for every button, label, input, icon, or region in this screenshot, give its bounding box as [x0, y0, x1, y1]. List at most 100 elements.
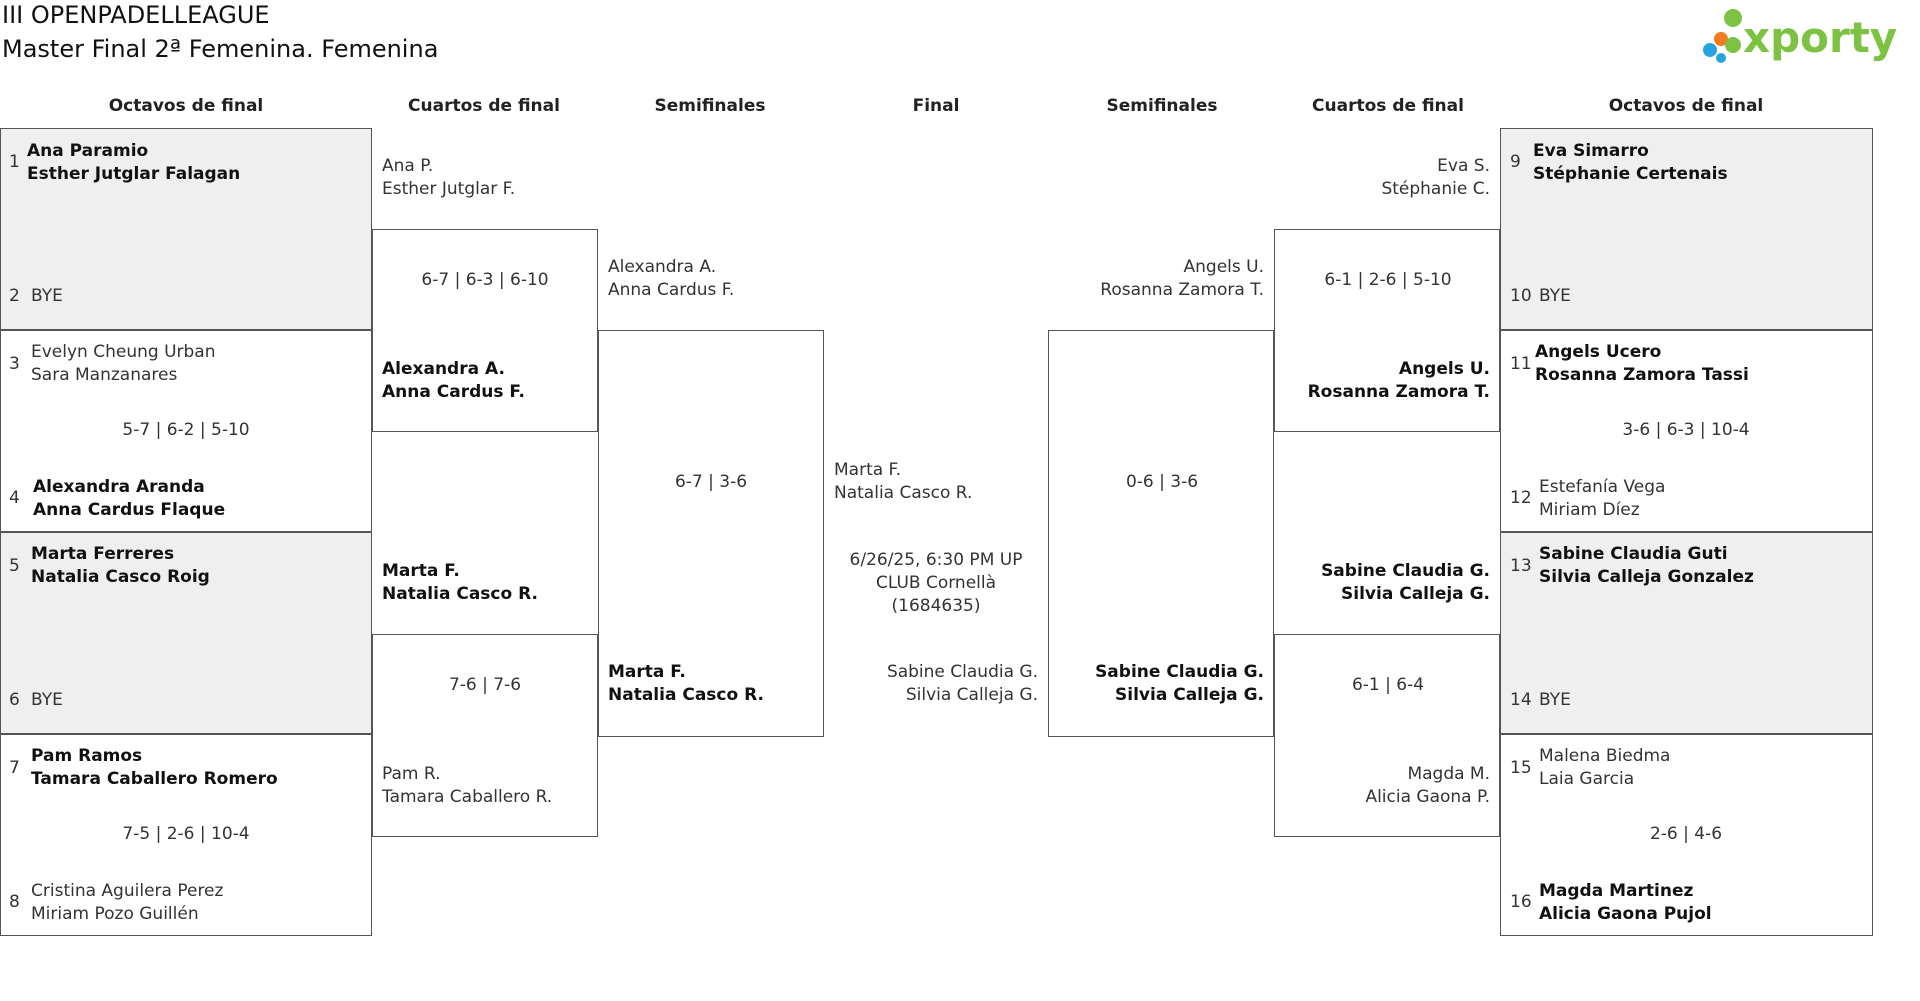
player-name: BYE	[1539, 286, 1571, 306]
seed-number: 2	[9, 286, 20, 306]
player-name: Pam R.	[382, 764, 441, 784]
player-name: Ana Paramio	[27, 141, 149, 161]
seed-number: 4	[9, 488, 20, 508]
player-name: Anna Cardus F.	[608, 280, 735, 300]
tournament-title: III OPENPADELLEAGUE	[2, 1, 270, 29]
player-name: BYE	[31, 690, 63, 710]
player-name: Angels U.	[1398, 359, 1490, 379]
match-score: 7-5 | 2-6 | 10-4	[122, 824, 250, 844]
player-name: Silvia Calleja G.	[905, 685, 1038, 705]
logo-wordmark: xporty	[1743, 13, 1897, 62]
seed-number: 7	[9, 758, 20, 778]
player-name: Natalia Casco R.	[608, 685, 764, 705]
r16-match-left-2	[0, 330, 372, 532]
r16-match-left-4	[0, 734, 372, 936]
qf-match-left-1	[372, 229, 598, 432]
player-name: Malena Biedma	[1539, 746, 1671, 766]
player-name: Sabine Claudia G.	[1321, 561, 1490, 581]
player-name: BYE	[1539, 690, 1571, 710]
match-score: 5-7 | 6-2 | 5-10	[122, 420, 250, 440]
final-venue: CLUB Cornellà	[875, 573, 997, 593]
match-score: 2-6 | 4-6	[1649, 824, 1723, 844]
seed-number: 9	[1510, 152, 1521, 172]
player-name: Stéphanie Certenais	[1533, 164, 1728, 184]
header-qf-right: Cuartos de final	[1312, 96, 1464, 116]
player-name: Marta Ferreres	[31, 544, 175, 564]
header-r16-left: Octavos de final	[108, 96, 264, 116]
player-name: Marta F.	[382, 561, 460, 581]
header-qf-left: Cuartos de final	[408, 96, 560, 116]
r16-match-right-3	[1500, 532, 1873, 734]
header-sf-left: Semifinales	[654, 96, 766, 116]
player-name: Alexandra Aranda	[33, 477, 205, 497]
player-name: Estefanía Vega	[1539, 477, 1666, 497]
r16-match-right-2	[1500, 330, 1873, 532]
sf-match-left	[598, 330, 824, 737]
player-name: Rosanna Zamora T.	[1307, 382, 1490, 402]
r16-match-left-3	[0, 532, 372, 734]
player-name: Silvia Calleja G.	[1341, 584, 1490, 604]
r16-match-left-1	[0, 128, 372, 330]
xporty-logo[interactable]: xporty	[1695, 4, 1920, 74]
player-name: Magda Martinez	[1539, 881, 1694, 901]
player-name: Anna Cardus Flaque	[33, 500, 226, 520]
player-name: Alicia Gaona P.	[1365, 787, 1490, 807]
match-score: 0-6 | 3-6	[1125, 472, 1199, 492]
header-sf-right: Semifinales	[1106, 96, 1218, 116]
player-name: Cristina Aguilera Perez	[31, 881, 224, 901]
seed-number: 14	[1510, 690, 1532, 710]
final-match-info: 6/26/25, 6:30 PM UP CLUB Cornellà (16846…	[836, 549, 1036, 618]
seed-number: 12	[1510, 488, 1532, 508]
player-name: Silvia Calleja Gonzalez	[1539, 567, 1754, 587]
seed-number: 15	[1510, 758, 1532, 778]
player-name: Esther Jutglar Falagan	[27, 164, 241, 184]
seed-number: 11	[1510, 354, 1532, 374]
player-name: Ana P.	[382, 156, 434, 176]
match-score: 6-7 | 6-3 | 6-10	[421, 270, 549, 290]
match-score: 6-1 | 6-4	[1351, 675, 1425, 695]
draw-subtitle: Master Final 2ª Femenina. Femenina	[2, 35, 439, 63]
player-name: Angels U.	[1183, 257, 1264, 277]
player-name: Sabine Claudia G.	[1095, 662, 1264, 682]
player-name: Silvia Calleja G.	[1115, 685, 1264, 705]
qf-match-right-1	[1274, 229, 1500, 432]
player-name: Miriam Pozo Guillén	[31, 904, 199, 924]
r16-match-right-4	[1500, 734, 1873, 936]
player-name: Alexandra A.	[382, 359, 505, 379]
player-name: Rosanna Zamora Tassi	[1535, 365, 1749, 385]
player-name: Tamara Caballero Romero	[31, 769, 278, 789]
match-score: 6-7 | 3-6	[674, 472, 748, 492]
player-name: Natalia Casco R.	[834, 483, 973, 503]
player-name: Sabine Claudia Guti	[1539, 544, 1728, 564]
player-name: Marta F.	[608, 662, 686, 682]
player-name: Sabine Claudia G.	[886, 662, 1038, 682]
player-name: Anna Cardus F.	[382, 382, 525, 402]
seed-number: 3	[9, 354, 20, 374]
header-r16-right: Octavos de final	[1608, 96, 1764, 116]
player-name: Natalia Casco R.	[382, 584, 538, 604]
seed-number: 6	[9, 690, 20, 710]
player-name: Alicia Gaona Pujol	[1539, 904, 1712, 924]
player-name: Sara Manzanares	[31, 365, 178, 385]
match-score: 6-1 | 2-6 | 5-10	[1324, 270, 1452, 290]
player-name: Eva Simarro	[1533, 141, 1649, 161]
player-name: Alexandra A.	[608, 257, 717, 277]
seed-number: 13	[1510, 556, 1532, 576]
player-name: Marta F.	[834, 460, 902, 480]
player-name: BYE	[31, 286, 63, 306]
player-name: Esther Jutglar F.	[382, 179, 516, 199]
player-name: Evelyn Cheung Urban	[31, 342, 216, 362]
seed-number: 10	[1510, 286, 1532, 306]
player-name: Laia Garcia	[1539, 769, 1635, 789]
player-name: Miriam Díez	[1539, 500, 1640, 520]
match-score: 7-6 | 7-6	[448, 675, 522, 695]
player-name: Angels Ucero	[1535, 342, 1662, 362]
player-name: Eva S.	[1437, 156, 1490, 176]
player-name: Rosanna Zamora T.	[1100, 280, 1264, 300]
player-name: Pam Ramos	[31, 746, 143, 766]
final-datetime: 6/26/25, 6:30 PM UP	[849, 550, 1023, 570]
match-score: 3-6 | 6-3 | 10-4	[1622, 420, 1750, 440]
final-match-id: (1684635)	[891, 596, 981, 616]
r16-match-right-1	[1500, 128, 1873, 330]
seed-number: 8	[9, 892, 20, 912]
